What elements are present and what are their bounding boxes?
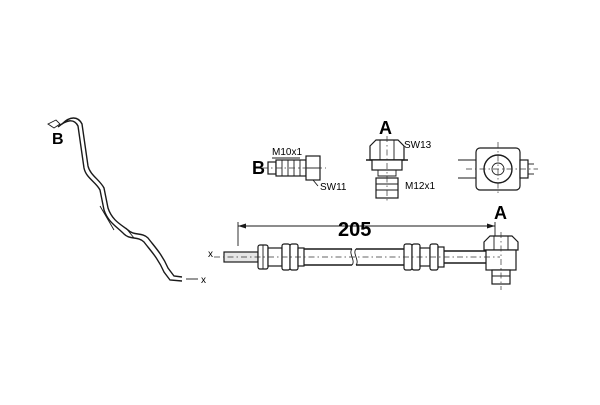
main-x-label: x	[208, 249, 213, 260]
brake-hose-drawing	[214, 232, 519, 290]
banjo-end-view	[458, 142, 538, 196]
length-dimension: 205	[338, 219, 371, 241]
hose-routing-overview	[47, 117, 198, 282]
banjo-bolt-drawing	[366, 136, 408, 202]
overview-x-label: x	[201, 275, 206, 286]
detail-b-label: B	[252, 158, 265, 178]
m12-label: M12x1	[405, 181, 435, 192]
fitting-b-drawing	[262, 155, 326, 187]
main-a-label: A	[494, 203, 507, 223]
detail-a-top-label: A	[379, 118, 392, 138]
overview-b-label: B	[52, 131, 64, 148]
sw13-label: SW13	[404, 140, 432, 151]
dimension-line	[237, 222, 496, 246]
sw11-label: SW11	[320, 182, 347, 193]
m10-label: M10x1	[272, 147, 302, 158]
